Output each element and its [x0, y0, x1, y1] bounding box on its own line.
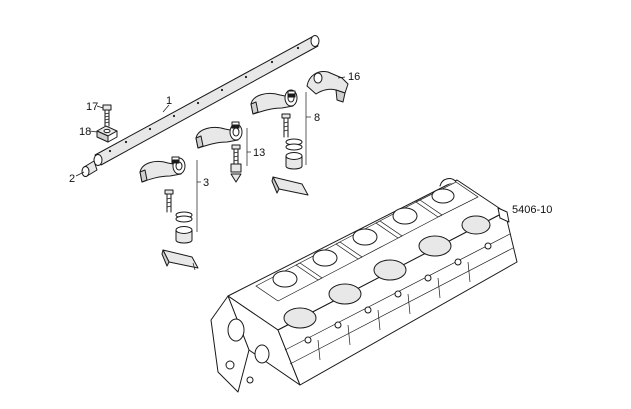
rocker-arm-16 [306, 71, 349, 103]
callout-2: 2 [69, 173, 75, 185]
callout-1: 1 [166, 95, 172, 107]
shaft-end-plug [81, 160, 98, 177]
rocker-arm-group-8 [250, 89, 309, 196]
shaft-support [96, 125, 118, 143]
rocker-arm-group-3 [139, 156, 199, 271]
callout-16: 16 [348, 71, 360, 83]
shaft-bolt [102, 104, 112, 127]
callout-8: 8 [314, 112, 320, 124]
cylinder-head [210, 178, 518, 393]
rocker-arm-group-13 [195, 121, 243, 183]
callout-13: 13 [253, 147, 265, 159]
rocker-shaft [93, 35, 320, 166]
callout-3: 3 [203, 177, 209, 189]
callout-brackets [75, 76, 346, 232]
callout-17: 17 [86, 101, 98, 113]
drawing-reference: 5406-10 [512, 204, 552, 216]
callout-18: 18 [79, 126, 91, 138]
